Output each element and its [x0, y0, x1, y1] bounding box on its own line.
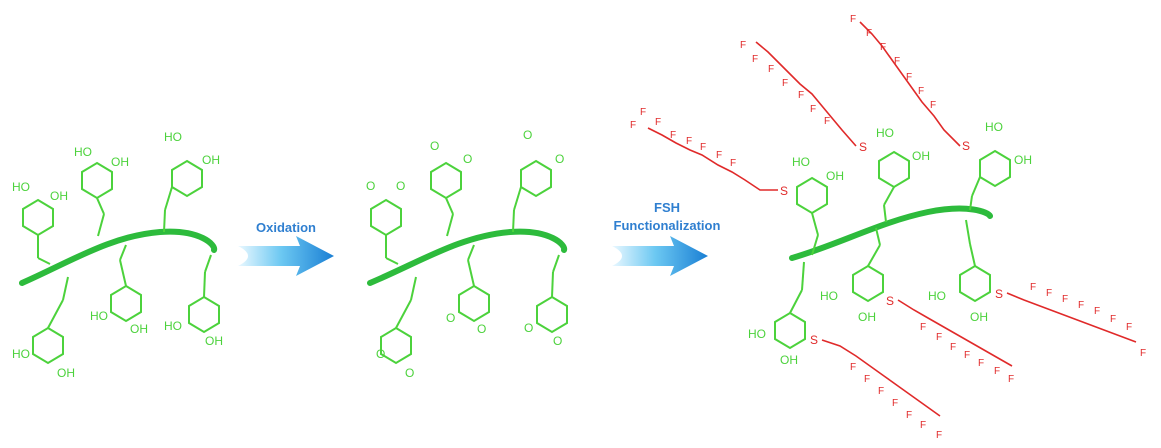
ho-label: HO	[164, 130, 182, 144]
fluorine-label: F	[878, 386, 884, 397]
fluorine-label: F	[930, 100, 936, 111]
polymer-backbone	[789, 205, 993, 261]
fluorine-label: F	[798, 90, 804, 101]
oh-label: OH	[202, 153, 220, 167]
fluorine-label: F	[906, 410, 912, 421]
ho-label: HO	[820, 289, 838, 303]
ho-label: HO	[876, 126, 894, 140]
o-label: O	[376, 347, 385, 361]
o-label: O	[524, 321, 533, 335]
quinone-polymer: O O O O O O O O O O O O	[366, 128, 568, 380]
sulfur-label: S	[810, 333, 818, 347]
o-label: O	[555, 152, 564, 166]
o-label: O	[430, 139, 439, 153]
fluorine-label: F	[850, 362, 856, 373]
fluorine-label: F	[1078, 300, 1084, 311]
fluorine-label: F	[768, 64, 774, 75]
oh-label: OH	[130, 322, 148, 336]
fluorine-label: F	[700, 142, 706, 153]
fluorine-label: F	[1046, 288, 1052, 299]
o-label: O	[463, 152, 472, 166]
fluorine-label: F	[655, 117, 661, 128]
fluorine-label: F	[892, 398, 898, 409]
fluorine-label: F	[950, 342, 956, 353]
fluorine-label: F	[894, 56, 900, 67]
sulfur-label: S	[886, 294, 894, 308]
fluorine-label: F	[824, 116, 830, 127]
polymer-backbone	[367, 228, 568, 286]
ho-label: HO	[164, 319, 182, 333]
oh-label: OH	[780, 353, 798, 367]
fluorine-label: F	[1126, 322, 1132, 333]
oh-label: OH	[205, 334, 223, 348]
o-label: O	[396, 179, 405, 193]
fluorine-label: F	[1030, 282, 1036, 293]
oh-label: OH	[858, 310, 876, 324]
fluorine-label: F	[936, 430, 942, 441]
oh-label: OH	[1014, 153, 1032, 167]
polymer-backbone	[19, 228, 218, 286]
fluorine-label: F	[920, 420, 926, 431]
fluorine-label: F	[936, 332, 942, 343]
o-label: O	[553, 334, 562, 348]
ho-label: HO	[90, 309, 108, 323]
fluorine-label: F	[880, 42, 886, 53]
ho-label: HO	[748, 327, 766, 341]
fluorine-label: F	[850, 14, 856, 25]
fluorine-label: F	[864, 374, 870, 385]
fluorine-label: F	[630, 120, 636, 131]
o-label: O	[477, 322, 486, 336]
o-label: O	[523, 128, 532, 142]
catechol-polymer: HO OH HO OH HO OH HO OH HO OH HO OH	[12, 130, 223, 380]
sulfur-label: S	[995, 287, 1003, 301]
oxidation-label: Oxidation	[256, 220, 316, 235]
fluorine-label: F	[920, 322, 926, 333]
fluorine-label: F	[740, 40, 746, 51]
fluorine-label: F	[716, 150, 722, 161]
functionalization-label: Functionalization	[613, 218, 721, 233]
fluorine-label: F	[670, 130, 676, 141]
fluorine-label: F	[1008, 374, 1014, 385]
fluorine-label: F	[686, 136, 692, 147]
oh-label: OH	[912, 149, 930, 163]
ho-label: HO	[74, 145, 92, 159]
fluorine-label: F	[1140, 348, 1146, 359]
fluorine-label: F	[782, 78, 788, 89]
fluorine-label: F	[730, 158, 736, 169]
o-label: O	[366, 179, 375, 193]
fsh-label: FSH	[654, 200, 680, 215]
fluorine-label: F	[964, 350, 970, 361]
oxidation-arrow	[238, 236, 334, 276]
sulfur-label: S	[962, 139, 970, 153]
fluorine-label: F	[752, 54, 758, 65]
fluorine-label: F	[994, 366, 1000, 377]
fluorine-label: F	[1110, 314, 1116, 325]
fluorine-label: F	[906, 72, 912, 83]
fluorine-label: F	[978, 358, 984, 369]
fluorine-label: F	[640, 107, 646, 118]
sulfur-label: S	[780, 184, 788, 198]
oh-label: OH	[111, 155, 129, 169]
oh-label: OH	[970, 310, 988, 324]
fluorine-label: F	[1094, 306, 1100, 317]
ho-label: HO	[12, 180, 30, 194]
sulfur-label: S	[859, 140, 867, 154]
ho-label: HO	[985, 120, 1003, 134]
o-label: O	[446, 311, 455, 325]
o-label: O	[405, 366, 414, 380]
fluorine-label: F	[810, 104, 816, 115]
functionalized-polymer: HO OH HO OH HO OH HO OH HO OH HO OH S S …	[630, 14, 1146, 441]
ho-label: HO	[792, 155, 810, 169]
oh-label: OH	[826, 169, 844, 183]
oh-label: OH	[57, 366, 75, 380]
fluorine-label: F	[1062, 294, 1068, 305]
fluorine-label: F	[918, 86, 924, 97]
fluorine-label: F	[866, 28, 872, 39]
ho-label: HO	[12, 347, 30, 361]
oh-label: OH	[50, 189, 68, 203]
ho-label: HO	[928, 289, 946, 303]
fsh-arrow	[612, 236, 708, 276]
